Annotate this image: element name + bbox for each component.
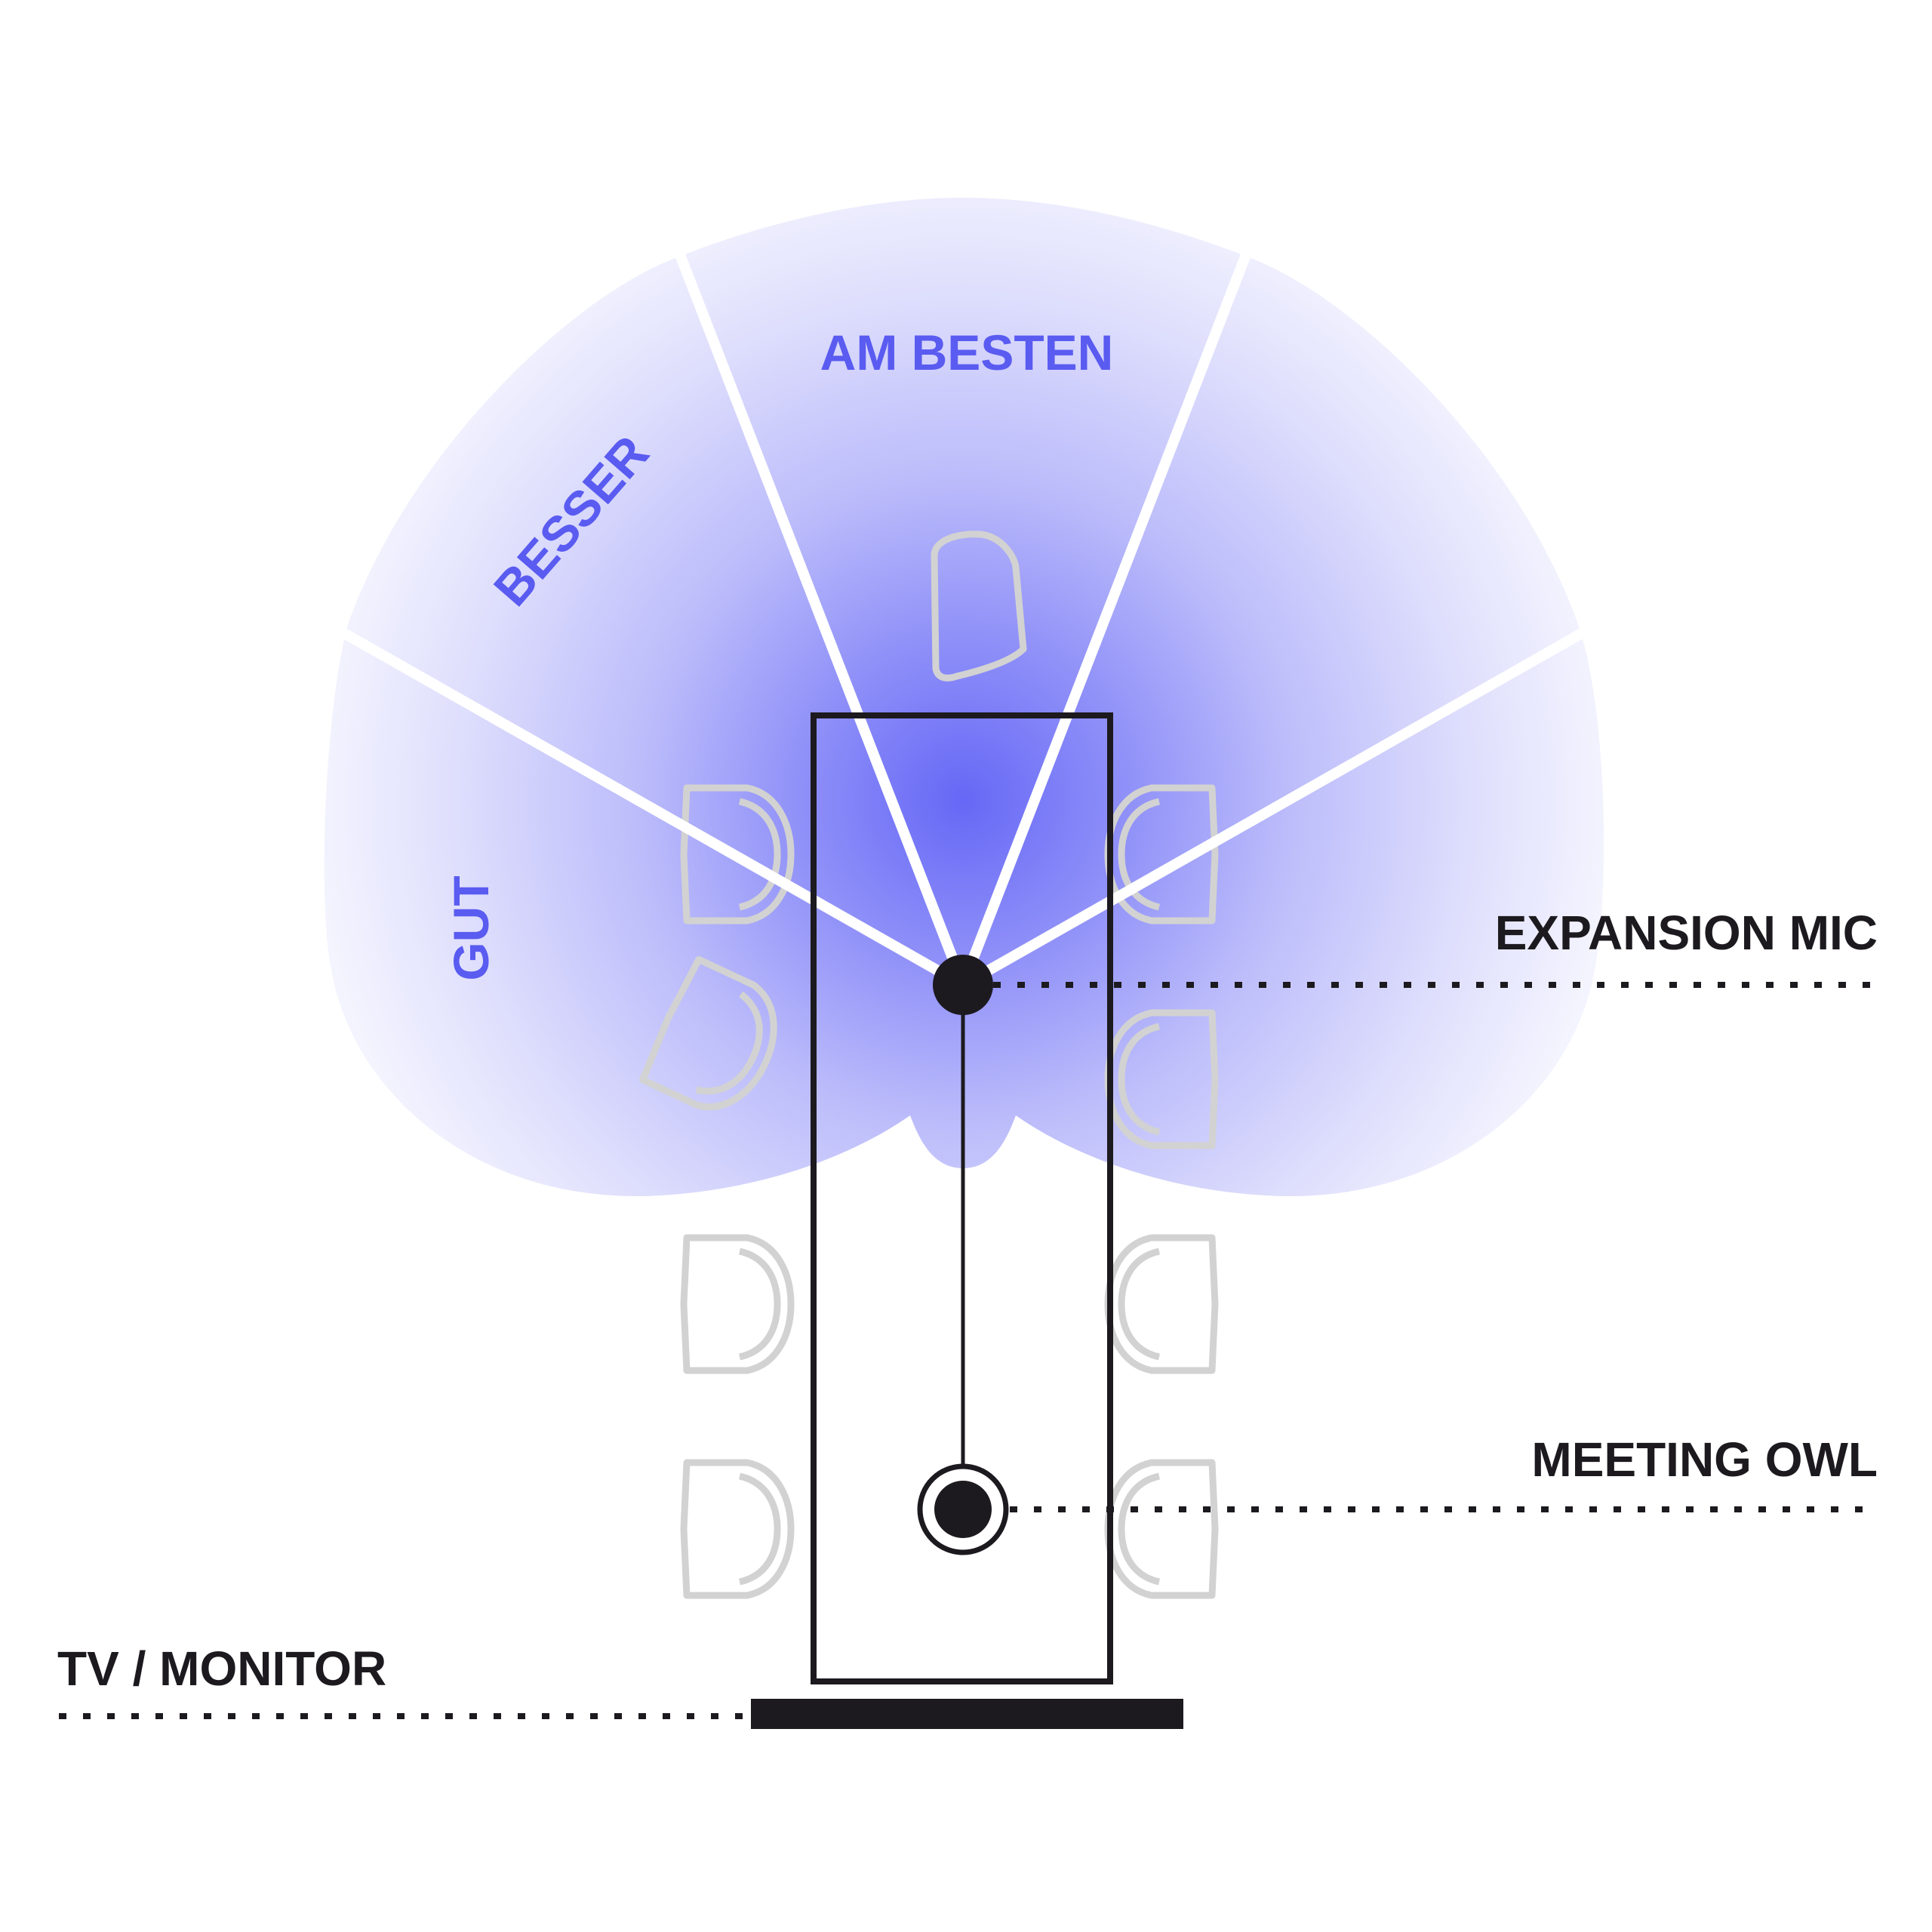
conference-table <box>811 712 1113 1684</box>
sector-dividers <box>329 251 1597 990</box>
tv-monitor-bar <box>751 1699 1183 1729</box>
zone-label-best: AM BESTEN <box>820 325 1114 380</box>
chair-icon <box>680 1234 795 1374</box>
divider-line <box>958 251 1252 987</box>
meeting-owl-icon <box>917 1463 1009 1555</box>
divider-line <box>329 621 966 990</box>
leader-lines <box>59 982 1879 1719</box>
chair-icon <box>1104 1459 1219 1599</box>
divider-line <box>674 251 968 987</box>
chair-icon <box>639 955 777 1110</box>
chair-icon <box>1104 1234 1219 1374</box>
expansion-mic-label: EXPANSION MIC <box>1495 906 1878 960</box>
zone-label-good: GUT <box>443 875 499 980</box>
pickup-zone <box>324 198 1604 1197</box>
chair-icon <box>680 784 795 924</box>
divider-line <box>960 621 1597 990</box>
chair-icon <box>931 531 1027 681</box>
pickup-zone-shape <box>324 198 1604 1197</box>
tv-monitor-label: TV / MONITOR <box>57 1641 386 1696</box>
meeting-owl-label: MEETING OWL <box>1531 1432 1878 1487</box>
expansion-mic-icon <box>933 955 993 1015</box>
chair-icon <box>680 1459 795 1599</box>
